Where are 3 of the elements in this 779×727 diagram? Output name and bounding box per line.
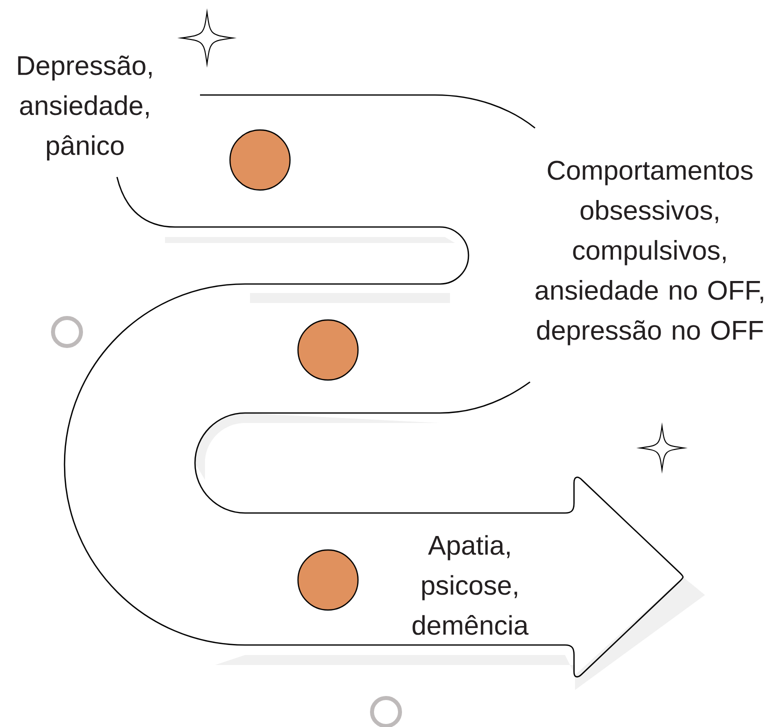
stage-label: Apatia, psicose, demência [412, 535, 529, 635]
stage-label: Comportamentos obsessivos, compulsivos, ansiedade no OFF, depressão no OFF [536, 160, 764, 346]
stage-label: Depressão, ansiedade, pânico [18, 56, 152, 160]
